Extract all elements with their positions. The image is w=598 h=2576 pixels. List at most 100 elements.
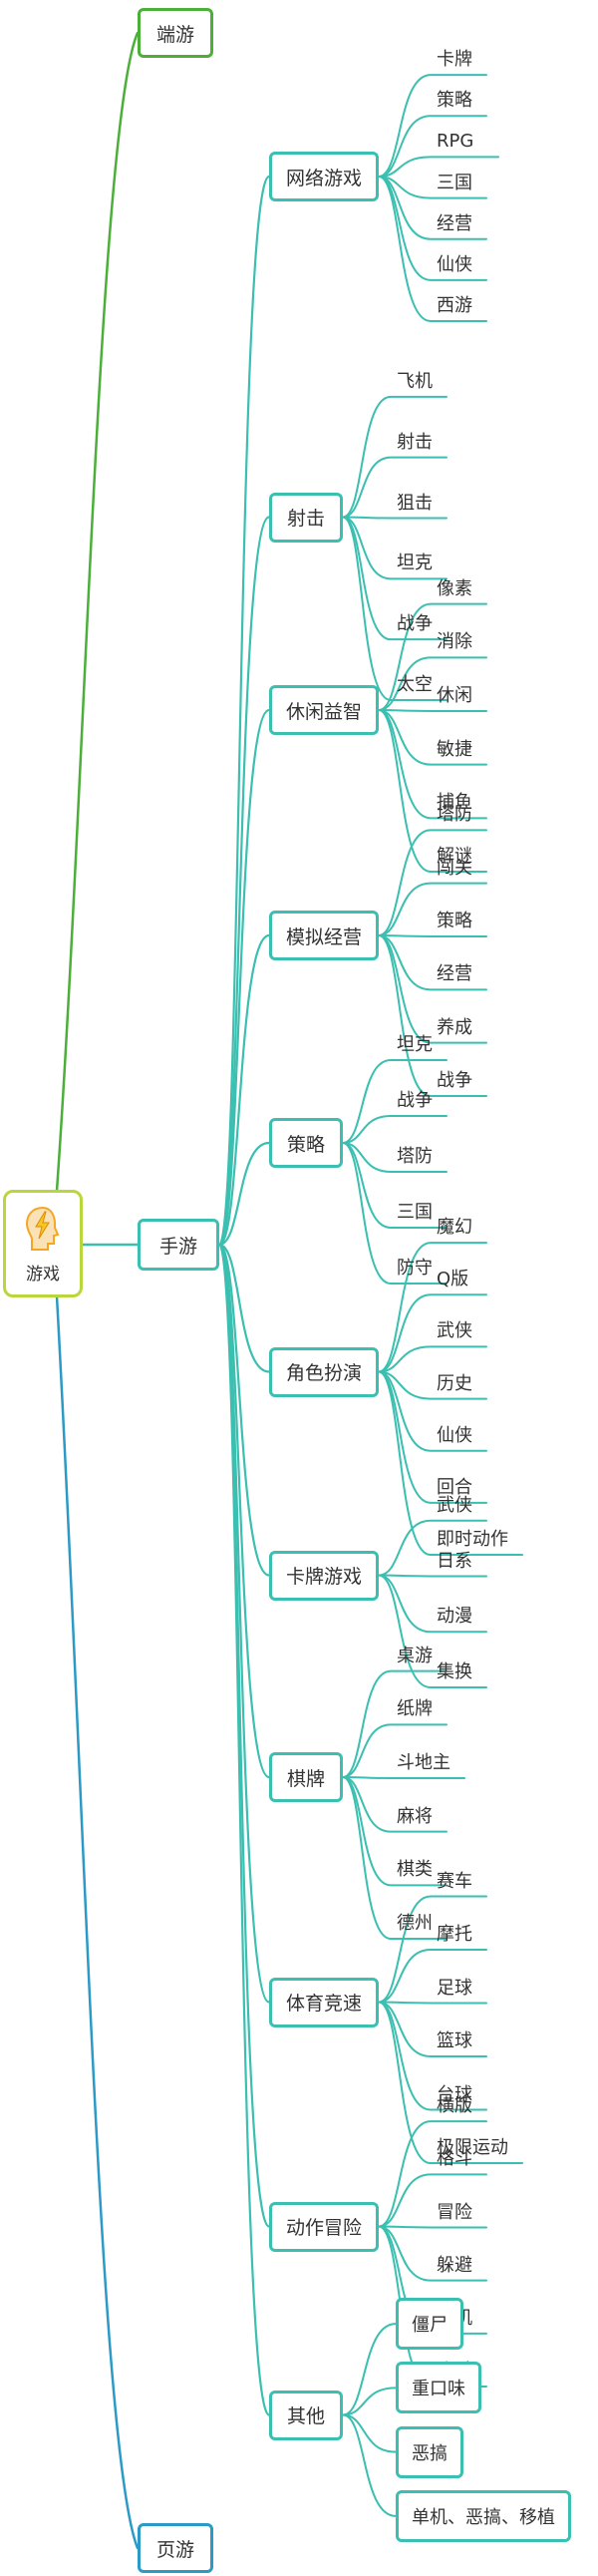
- category-line-0: [217, 175, 271, 1247]
- category-0[interactable]: 网络游戏: [269, 152, 379, 201]
- leaf-5-3[interactable]: 历史: [437, 1372, 472, 1394]
- leaf-1-5[interactable]: 太空: [397, 674, 433, 695]
- category-4[interactable]: 策略: [269, 1118, 343, 1168]
- leaf-5-6[interactable]: 即时动作: [437, 1529, 508, 1550]
- leaf-3-4[interactable]: 养成: [437, 1016, 472, 1038]
- leaf-9-2[interactable]: 冒险: [437, 2201, 472, 2223]
- leaf-10-0[interactable]: 僵尸: [396, 2298, 463, 2351]
- leaf-8-2[interactable]: 足球: [437, 1977, 472, 1999]
- leaf-line-8-3: [378, 2001, 487, 2057]
- leaf-9-1[interactable]: 格斗: [437, 2148, 472, 2170]
- leaf-1-4[interactable]: 战争: [397, 613, 433, 635]
- leaf-3-2[interactable]: 策略: [437, 911, 472, 931]
- root-node[interactable]: 游戏: [3, 1190, 83, 1297]
- leaf-line-9-1: [378, 2173, 487, 2228]
- branch-shouyou[interactable]: 手游: [138, 1219, 219, 1271]
- category-line-5: [217, 1243, 271, 1373]
- category-1[interactable]: 射击: [269, 492, 343, 543]
- branch-duanyou[interactable]: 端游: [138, 8, 213, 58]
- leaf-6-1[interactable]: 日系: [437, 1550, 472, 1572]
- leaf-line-0-0: [378, 74, 487, 178]
- leaf-5-0[interactable]: 魔幻: [437, 1217, 472, 1239]
- leaf-5-5[interactable]: 回合: [437, 1476, 472, 1498]
- leaf-10-2[interactable]: 恶搞: [396, 2425, 463, 2478]
- leaf-line-5-0: [378, 1242, 487, 1373]
- leaf-2-0[interactable]: 像素: [437, 577, 472, 599]
- leaf-9-3[interactable]: 躲避: [437, 2254, 472, 2276]
- leaf-0-3[interactable]: 三国: [437, 172, 472, 193]
- leaf-4-3[interactable]: 三国: [397, 1202, 433, 1223]
- category-5[interactable]: 角色扮演: [269, 1346, 379, 1397]
- leaf-line-9-3: [378, 2225, 487, 2282]
- leaf-line-7-0: [342, 1669, 448, 1778]
- leaf-7-1[interactable]: 纸牌: [397, 1698, 433, 1720]
- category-7[interactable]: 棋牌: [269, 1752, 343, 1802]
- leaf-8-0[interactable]: 赛车: [437, 1870, 472, 1892]
- leaf-7-4[interactable]: 棋类: [397, 1859, 433, 1881]
- leaf-line-5-2: [378, 1345, 487, 1373]
- leaf-0-5[interactable]: 仙侠: [437, 253, 472, 275]
- leaf-10-1[interactable]: 重口味: [396, 2362, 481, 2414]
- leaf-3-0[interactable]: 塔防: [437, 804, 472, 826]
- leaf-line-9-2: [378, 2225, 487, 2229]
- category-6[interactable]: 卡牌游戏: [269, 1550, 379, 1601]
- leaf-7-3[interactable]: 麻将: [397, 1805, 433, 1827]
- leaf-6-0[interactable]: 武侠: [437, 1494, 472, 1516]
- leaf-0-2[interactable]: RPG: [437, 131, 474, 153]
- leaf-line-3-2: [378, 934, 487, 937]
- leaf-2-4[interactable]: 捕鱼: [437, 792, 472, 814]
- leaf-line-4-2: [342, 1142, 448, 1173]
- leaf-2-5[interactable]: 解谜: [437, 846, 472, 867]
- leaf-line-3-1: [378, 882, 487, 936]
- leaf-7-2[interactable]: 斗地主: [397, 1752, 450, 1773]
- branch-yeyou[interactable]: 页游: [138, 2523, 213, 2573]
- leaf-9-0[interactable]: 横版: [437, 2095, 472, 2117]
- leaf-6-2[interactable]: 动漫: [437, 1606, 472, 1628]
- leaf-8-3[interactable]: 篮球: [437, 2030, 472, 2051]
- leaf-1-2[interactable]: 狙击: [397, 492, 433, 514]
- leaf-1-3[interactable]: 坦克: [397, 552, 433, 574]
- leaf-1-0[interactable]: 飞机: [397, 370, 433, 392]
- leaf-3-3[interactable]: 经营: [437, 963, 472, 985]
- leaf-line-7-2: [342, 1776, 465, 1779]
- category-8[interactable]: 体育竞速: [269, 1977, 379, 2027]
- leaf-0-4[interactable]: 经营: [437, 212, 472, 234]
- leaf-5-2[interactable]: 武侠: [437, 1320, 472, 1342]
- leaf-5-4[interactable]: 仙侠: [437, 1424, 472, 1446]
- leaf-3-5[interactable]: 战争: [437, 1070, 472, 1091]
- leaf-line-3-3: [378, 934, 487, 991]
- leaf-4-0[interactable]: 坦克: [397, 1034, 433, 1055]
- leaf-line-5-3: [378, 1370, 487, 1400]
- category-2[interactable]: 休闲益智: [269, 685, 379, 735]
- leaf-2-3[interactable]: 敏捷: [437, 738, 472, 760]
- leaf-8-5[interactable]: 极限运动: [437, 2137, 508, 2158]
- leaf-10-3[interactable]: 单机、恶搞、移植: [396, 2489, 571, 2542]
- leaf-0-1[interactable]: 策略: [437, 90, 472, 112]
- leaf-0-0[interactable]: 卡牌: [437, 49, 472, 71]
- leaf-1-1[interactable]: 射击: [397, 431, 433, 453]
- leaf-7-0[interactable]: 桌游: [397, 1645, 433, 1666]
- leaf-8-4[interactable]: 台球: [437, 2083, 472, 2105]
- category-10[interactable]: 其他: [269, 2390, 343, 2440]
- leaf-line-7-3: [342, 1776, 448, 1833]
- leaf-8-1[interactable]: 摩托: [437, 1924, 472, 1945]
- category-9[interactable]: 动作冒险: [269, 2201, 379, 2252]
- leaf-4-2[interactable]: 塔防: [397, 1146, 433, 1167]
- leaf-7-5[interactable]: 德州: [397, 1913, 433, 1934]
- leaf-0-6[interactable]: 西游: [437, 295, 472, 316]
- leaf-2-2[interactable]: 休闲: [437, 685, 472, 706]
- leaf-line-0-2: [378, 156, 499, 178]
- leaf-line-4-0: [342, 1059, 448, 1144]
- leaf-line-7-5: [342, 1776, 448, 1940]
- leaf-line-8-1: [378, 1949, 487, 2004]
- leaf-3-1[interactable]: 闯关: [437, 857, 472, 879]
- category-line-4: [217, 1141, 271, 1247]
- category-3[interactable]: 模拟经营: [269, 911, 379, 960]
- leaf-line-8-0: [378, 1895, 487, 2004]
- leaf-line-10-2: [342, 2413, 397, 2453]
- leaf-4-4[interactable]: 防守: [397, 1258, 433, 1279]
- leaf-4-1[interactable]: 战争: [397, 1090, 433, 1111]
- leaf-6-3[interactable]: 集换: [437, 1661, 472, 1682]
- leaf-2-1[interactable]: 消除: [437, 631, 472, 653]
- leaf-5-1[interactable]: Q版: [437, 1269, 469, 1290]
